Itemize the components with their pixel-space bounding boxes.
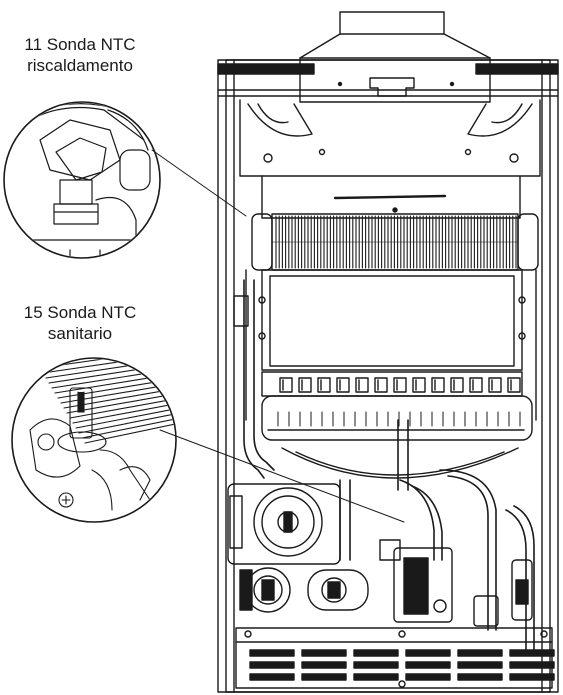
drawing-block (249, 649, 295, 657)
drawing-block (336, 377, 350, 393)
drawing-stroke (78, 412, 175, 434)
callout-dhw-probe: 15 Sonda NTC sanitario (0, 302, 160, 344)
drawing-block (405, 673, 451, 681)
combustion-chamber (233, 269, 537, 421)
drawing-stroke (69, 397, 175, 419)
pipes (243, 279, 535, 651)
flue-hood (299, 11, 491, 103)
drawing-block (353, 661, 399, 669)
gas-valve (379, 539, 453, 623)
drawing-stroke (48, 362, 175, 384)
drawing-block (488, 377, 502, 393)
drawing-block (249, 673, 295, 681)
drawing-block (374, 377, 388, 393)
drawing-block (469, 377, 483, 393)
leader-lines (151, 149, 405, 523)
bottom-tray (235, 627, 555, 689)
drawing-stroke (72, 402, 175, 424)
drawing-block (353, 673, 399, 681)
drawing-stroke (84, 422, 175, 444)
drawing-stroke (75, 407, 175, 429)
drawing-block (457, 661, 503, 669)
callout-heating-line2: riscaldamento (27, 56, 133, 75)
drawing-stroke (54, 372, 175, 394)
drawing-block (249, 661, 295, 669)
callout-dhw-line1: 15 Sonda NTC (23, 303, 137, 322)
detail-circle-dhw (11, 357, 177, 523)
drawing-block (509, 673, 555, 681)
drawing-block (509, 661, 555, 669)
callout-heating-line1: 11 Sonda NTC (24, 35, 136, 54)
burner (261, 371, 533, 441)
chamber-hood (239, 99, 541, 219)
drawing-block (353, 649, 399, 657)
drawing-stroke (51, 367, 175, 389)
drawing-block (301, 649, 347, 657)
boiler-frame (217, 59, 559, 693)
drawing-block (393, 377, 407, 393)
drawing-block (355, 377, 369, 393)
drawing-block (405, 661, 451, 669)
detail-circle-heating (3, 101, 161, 259)
callout-heating-probe: 11 Sonda NTC riscaldamento (0, 34, 160, 76)
drawing-block (405, 649, 451, 657)
drawing-block (457, 673, 503, 681)
drawing-block (301, 661, 347, 669)
drawing-block (450, 377, 464, 393)
drawing-block (298, 377, 312, 393)
drawing-stroke (66, 392, 175, 414)
drawing-block (509, 649, 555, 657)
drawing-stroke (42, 359, 175, 374)
drawing-block (431, 377, 445, 393)
lower-valves (239, 559, 533, 627)
heat-exchanger (251, 213, 539, 271)
pump (227, 483, 341, 565)
drawing-block (301, 673, 347, 681)
drawing-block (457, 649, 503, 657)
drawing-block (507, 377, 521, 393)
drawing-block (412, 377, 426, 393)
drawing-stroke (81, 417, 175, 439)
drawing-block (279, 377, 293, 393)
expansion-vessel (281, 447, 519, 479)
callout-dhw-line2: sanitario (47, 324, 113, 343)
drawing-block (317, 377, 331, 393)
